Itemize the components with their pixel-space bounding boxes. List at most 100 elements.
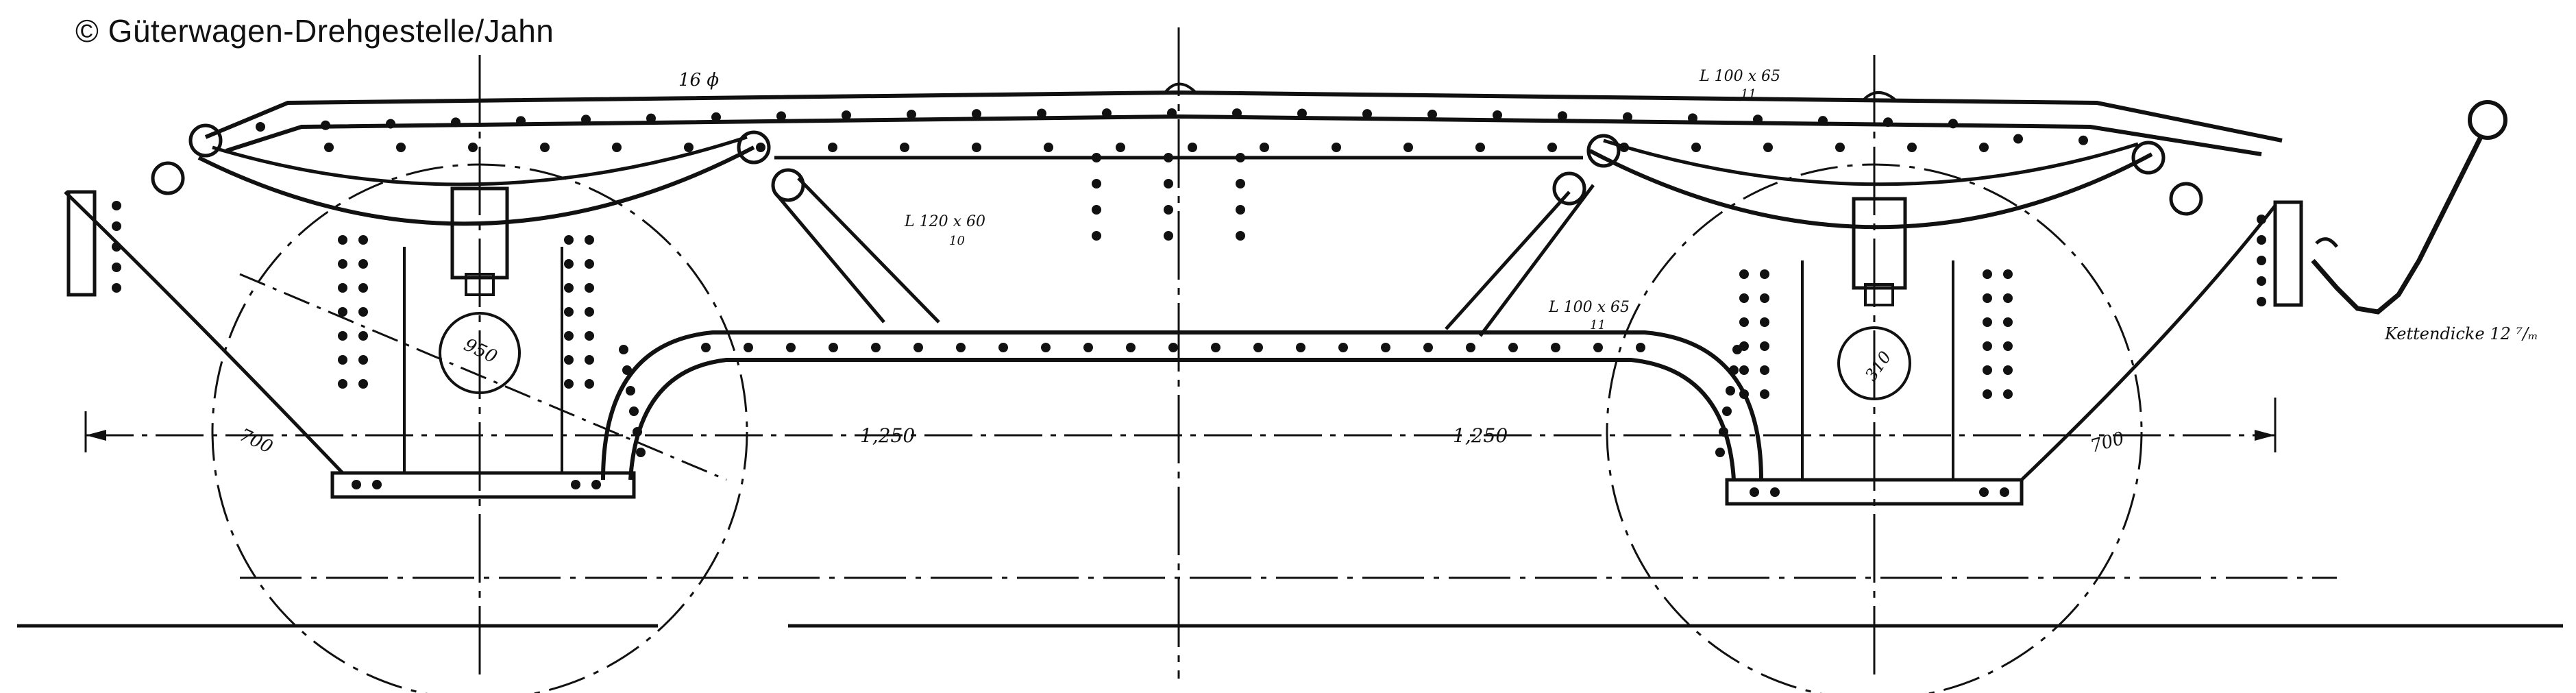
lower-side-frame [64,191,2277,506]
label-plate-top: 16 ϕ [678,70,719,90]
rivet [256,122,265,132]
centre-lines [478,27,1876,679]
rivet [907,110,916,120]
rivet [2000,487,2009,497]
rivet [112,201,121,210]
rivet [396,143,406,152]
rivet [1983,341,1992,351]
rivet [358,283,368,293]
rivet [1547,143,1557,152]
rivet [1164,231,1173,241]
coupling-chain [2311,100,2507,315]
rivet [1835,143,1845,152]
rivet [386,119,395,129]
rivet [540,143,550,152]
rivet [1168,343,1178,352]
rivet [913,343,923,352]
rivet [1691,143,1701,152]
rivet [1236,179,1245,189]
label-angle-diag-1: L 120 x 60 [904,213,985,230]
rivet [1883,117,1893,127]
rivet [1593,343,1603,352]
rivet [871,343,881,352]
rivet [626,386,635,396]
rivet [1102,108,1112,119]
rivet [1044,143,1053,152]
label-wheel-dia-right: 310 [1861,348,1895,385]
rivet [756,143,765,152]
rivet [1427,109,1437,119]
rivet [1232,108,1242,119]
rivet [956,343,966,352]
rivet [1403,143,1413,152]
label-chain-note: Kettendicke 12 ⁷/ₘ [2384,324,2538,343]
rivet [1739,269,1749,279]
rivet [516,116,526,126]
rivet [1983,365,1992,375]
rivet [1260,143,1269,152]
rivet [1037,108,1046,119]
rivet [829,343,838,352]
rivet [1338,343,1348,352]
rivet [1296,343,1305,352]
rivet [1739,365,1749,375]
label-angle-lower-2: 11 [1590,318,1606,332]
rivet [321,120,330,130]
rivet [828,143,837,152]
rivet [585,259,594,269]
label-angle-top-2: 11 [1741,87,1756,101]
rivet [1763,143,1773,152]
rivet [338,307,347,317]
rivet [633,427,642,437]
rivet [338,283,347,293]
rivet [1760,365,1769,375]
rivet [1760,293,1769,303]
rivet [564,379,574,389]
rivet [1362,109,1372,119]
label-dim-mid-right: 1,250 [1453,424,1508,447]
dimension-line [84,398,2277,452]
rivets [112,108,2266,497]
rivet [1558,111,1567,121]
wheel-right [1606,163,2143,693]
leaf-spring-left [197,135,755,296]
rivet [112,283,121,293]
rivet [1760,317,1769,327]
rivet [998,343,1008,352]
rivet [1983,389,1992,399]
rivet [1092,179,1101,189]
rivet [1236,205,1245,215]
rivet [1083,343,1093,352]
rivet [1818,116,1828,126]
leaf-spring-right [1588,138,2153,306]
rivet [2257,256,2266,265]
rivet [112,263,121,272]
rivet [1979,487,1989,497]
rivet [1619,143,1629,152]
rivet [2257,276,2266,286]
rivet [1719,427,1728,437]
rivet [1979,143,1989,152]
rivet [2003,269,2013,279]
rivet [842,110,851,121]
label-dim-mid-left: 1,250 [860,424,915,447]
rivet [1466,343,1475,352]
rivet [1760,341,1769,351]
rivet [1750,487,1759,497]
label-angle-top-1: L 100 x 65 [1699,68,1780,85]
rivet [338,331,347,341]
rivet [1983,317,1992,327]
rivet [1770,487,1780,497]
rivet [1983,269,1992,279]
rivet [622,365,632,375]
rivet [1164,205,1173,215]
rivet [2257,297,2266,306]
rivet [585,379,594,389]
rivet [1493,110,1502,120]
rivet [1332,143,1341,152]
rivet [1551,343,1560,352]
rivet [636,448,646,457]
rivet [2078,135,2088,145]
rivet [1760,389,1769,399]
rivet [1126,343,1136,352]
